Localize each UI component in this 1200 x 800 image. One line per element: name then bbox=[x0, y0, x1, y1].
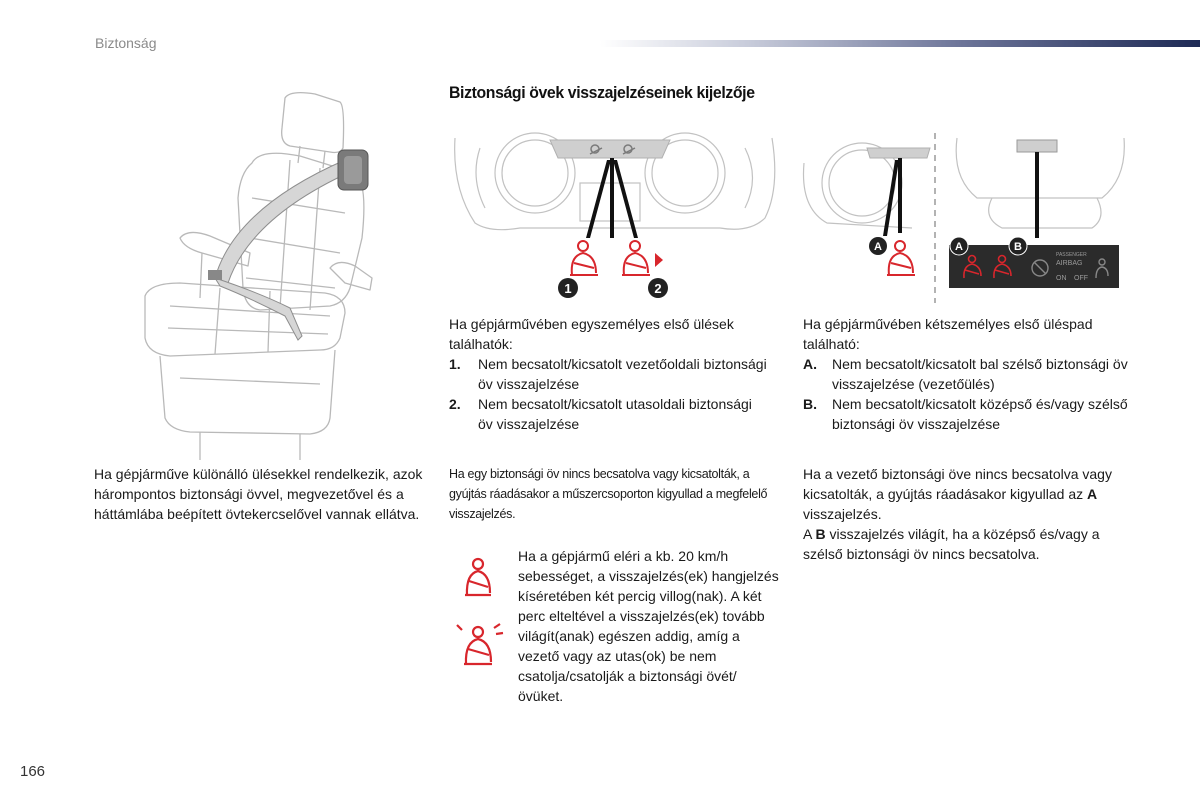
cluster-figure-bench-seat: A A B PASSENGER AIRBAG ON OFF bbox=[802, 133, 1125, 303]
bench-seat-note: Ha a vezető biztonsági öve nincs becsato… bbox=[803, 464, 1138, 564]
single-seat-note: Ha egy biztonsági öv nincs becsatolva va… bbox=[449, 467, 768, 521]
list-item: 1. Nem becsatolt/kicsatolt vezetőoldali b… bbox=[449, 354, 769, 394]
list-marker: 1. bbox=[449, 356, 461, 372]
list-marker: A. bbox=[803, 356, 817, 372]
list-marker: B. bbox=[803, 396, 817, 412]
list-text: Nem becsatolt/kicsatolt utasoldali bizto… bbox=[478, 396, 752, 432]
seat-illustration bbox=[144, 92, 373, 460]
seatbelt-flashing-warning-icon bbox=[456, 623, 504, 666]
seatbelt-warning-icon bbox=[465, 557, 492, 597]
panel-belt-icon-left bbox=[963, 254, 982, 279]
bench-note2-bold: B bbox=[815, 526, 826, 542]
list-text: Nem becsatolt/kicsatolt vezetőoldali biz… bbox=[478, 356, 767, 392]
header-gradient-bar bbox=[600, 40, 1200, 47]
list-marker: 2. bbox=[449, 396, 461, 412]
bench-seat-intro: Ha gépjárművében kétszemélyes első ülésp… bbox=[803, 316, 1093, 352]
airbag-off-icon bbox=[1031, 259, 1049, 277]
callout-b: B bbox=[1014, 241, 1022, 253]
panel-airbag-label-2: AIRBAG bbox=[1056, 260, 1082, 267]
page-number: 166 bbox=[20, 763, 46, 780]
bench-note-post: visszajelzés. bbox=[803, 506, 882, 522]
callout-a: A bbox=[874, 241, 882, 253]
list-item: A. Nem becsatolt/kicsatolt bal szélső biz… bbox=[803, 354, 1133, 394]
left-paragraph: Ha gépjárműve különálló ülésekkel rendel… bbox=[94, 466, 423, 522]
callout-b-left: A bbox=[955, 241, 963, 253]
bench-note-pre: Ha a vezető biztonsági öve nincs becsato… bbox=[803, 466, 1112, 502]
single-seat-intro: Ha gépjárművében egyszemélyes első ülése… bbox=[449, 316, 734, 352]
seatbelt-warning-icon-a bbox=[887, 240, 915, 276]
section-title: Biztonsági övek visszajelzéseinek kijelz… bbox=[449, 83, 755, 102]
speed-warning-text: Ha a gépjármű eléri a kb. 20 km/h sebess… bbox=[518, 548, 779, 704]
panel-belt-icon-right bbox=[993, 254, 1012, 279]
single-seat-list: 1. Nem becsatolt/kicsatolt vezetőoldali b… bbox=[449, 354, 769, 434]
list-item: 2. Nem becsatolt/kicsatolt utasoldali biz… bbox=[449, 394, 769, 434]
bench-note-bold: A bbox=[1087, 486, 1098, 502]
seatbelt-warning-icon-2 bbox=[622, 240, 650, 276]
panel-off-label: OFF bbox=[1074, 275, 1088, 282]
bench-note2-post: visszajelzés világít, ha a középső és/va… bbox=[803, 526, 1100, 562]
panel-airbag-label-1: PASSENGER bbox=[1056, 252, 1087, 258]
panel-on-label: ON bbox=[1056, 275, 1067, 282]
list-text: Nem becsatolt/kicsatolt középső és/vagy … bbox=[832, 396, 1128, 432]
cluster-figure-single-seats: 1 2 bbox=[454, 132, 776, 298]
callout-1: 1 bbox=[564, 281, 571, 296]
passenger-airbag-icon bbox=[1095, 258, 1109, 279]
bench-seat-list: A. Nem becsatolt/kicsatolt bal szélső biz… bbox=[803, 354, 1133, 434]
callout-2: 2 bbox=[654, 281, 661, 296]
bench-note2-pre: A bbox=[803, 526, 816, 542]
list-item: B. Nem becsatolt/kicsatolt középső és/vag… bbox=[803, 394, 1133, 434]
list-text: Nem becsatolt/kicsatolt bal szélső bizto… bbox=[832, 356, 1128, 392]
seatbelt-warning-icon-1 bbox=[570, 240, 598, 276]
running-header: Biztonság bbox=[95, 35, 157, 51]
